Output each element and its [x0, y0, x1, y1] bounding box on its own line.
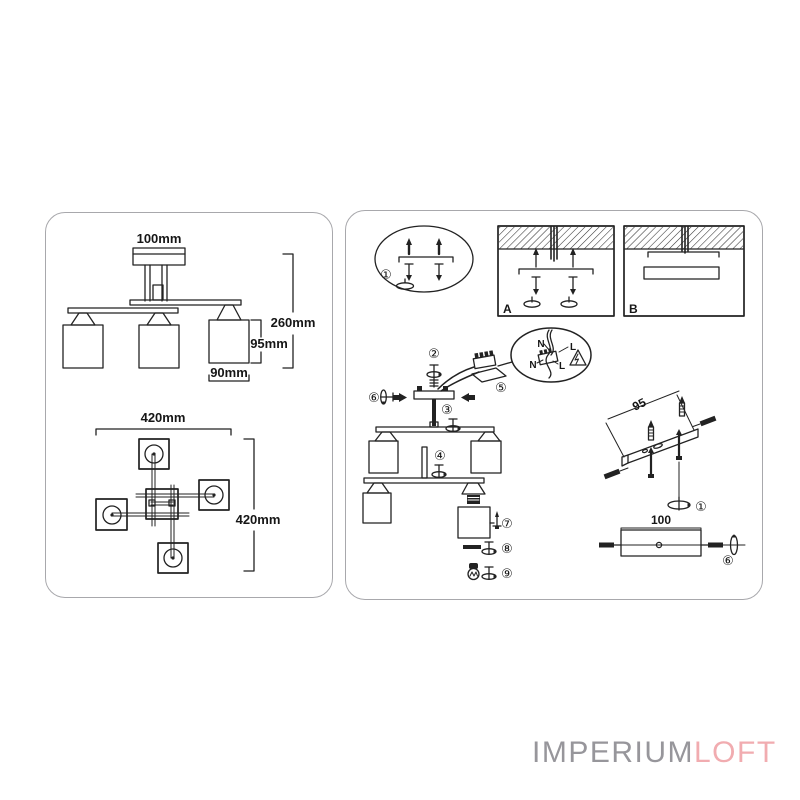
option-a-label: A	[503, 302, 512, 316]
brand-logo-imperium: IMPERIUM	[532, 736, 694, 769]
shade-width-dimension: 90mm	[210, 365, 248, 380]
step-6-marker-bracket: ⑥	[722, 554, 734, 569]
bracket-3d-view: 95 ①	[603, 390, 717, 515]
step-7-marker: ⑦	[501, 517, 513, 532]
high-voltage-warning-icon	[569, 349, 587, 366]
brand-logo-loft: LOFT	[694, 736, 777, 769]
turn-screw-icon	[426, 364, 443, 378]
installation-panel: ① A	[345, 210, 763, 600]
step-2-marker: ②	[428, 347, 440, 362]
light-bulb-icon	[467, 563, 480, 581]
installation-drawing: ① A	[362, 225, 746, 582]
option-b-label: B	[629, 302, 638, 316]
step-9-marker: ⑨	[501, 567, 513, 582]
shade-height-dimension: 95mm	[250, 336, 288, 351]
overall-depth-dimension: 420mm	[236, 512, 281, 527]
turn-screw-icon	[380, 389, 394, 406]
total-height-dimension: 260mm	[271, 315, 316, 330]
step-1-marker: ①	[380, 268, 392, 283]
ceiling-mount-option-a: A	[497, 225, 615, 317]
step-8-marker: ⑧	[501, 542, 513, 557]
wiring-detail-callout: N L N L	[497, 327, 592, 383]
step-1-marker-bracket: ①	[695, 500, 707, 515]
top-view-drawing: 420mm 420mm	[95, 410, 281, 574]
assembly-exploded-view: ② ⑥ ⑤	[362, 327, 592, 582]
turn-screw-icon	[445, 418, 462, 432]
ceiling-mount-option-b: B	[623, 225, 745, 317]
neutral-label-mid: N	[529, 360, 536, 371]
step-5-marker: ⑤	[495, 381, 507, 396]
brand-logo: IMPERIUMLOFT	[532, 736, 777, 770]
terminal-block	[472, 350, 497, 370]
dimensions-drawing: 100mm 260mm 95mm 90mm 420mm	[62, 231, 316, 574]
step-3-marker: ③	[441, 403, 453, 418]
line-label-top: L	[570, 342, 576, 353]
bracket-width-dimension: 100	[651, 513, 671, 527]
hardware-kit-callout: ①	[374, 225, 474, 293]
step-4-marker: ④	[434, 449, 446, 464]
bracket-hole-spacing-dimension: 95	[630, 395, 649, 414]
turn-screw-icon	[481, 566, 498, 580]
bracket-front-view: 100 ⑥	[599, 513, 746, 569]
overall-width-dimension: 420mm	[141, 410, 186, 425]
front-view-drawing: 100mm 260mm 95mm 90mm	[62, 231, 316, 382]
turn-screw-icon	[481, 541, 498, 555]
dimensions-panel: 100mm 260mm 95mm 90mm 420mm	[45, 212, 333, 598]
step-6-marker: ⑥	[368, 391, 380, 406]
lamp-socket	[461, 482, 486, 504]
neutral-label-top: N	[537, 339, 544, 350]
turn-screw-icon	[431, 464, 448, 478]
line-label-mid: L	[559, 361, 565, 372]
canopy-width-dimension: 100mm	[137, 231, 182, 246]
